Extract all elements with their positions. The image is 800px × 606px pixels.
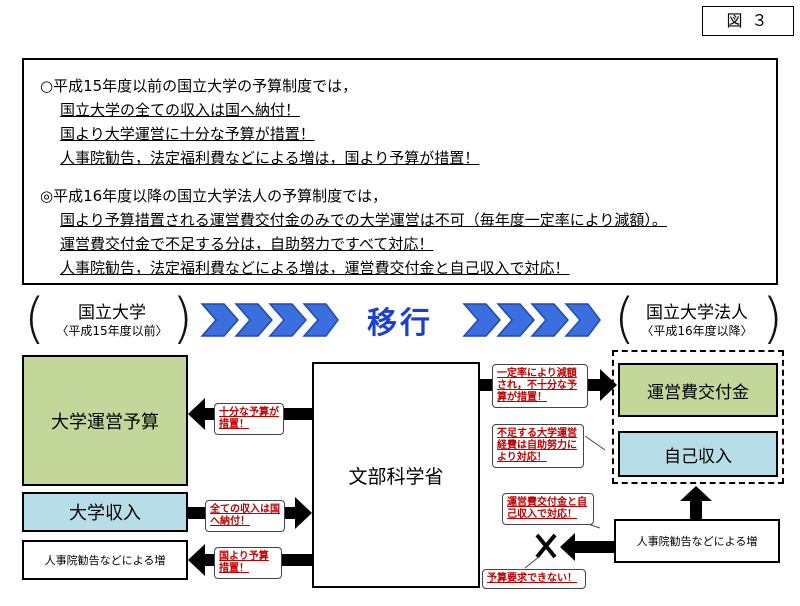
arrow-left-icon <box>560 533 614 561</box>
pre-point-1: 国立大学の全ての収入は国へ納付！ <box>60 101 301 119</box>
right-era-bracket-close: ) <box>762 287 784 350</box>
chevrons-left <box>200 303 339 337</box>
callout-no-request: 予算要求できない！ <box>482 569 586 589</box>
corporation-budget-container <box>612 350 784 484</box>
hr-increase-left-box: 人事院勧告などによる増 <box>22 540 188 580</box>
post-point-1: 国より予算措置される運営費交付金のみでの大学運営は不可（毎年度一定率により減額）… <box>60 211 667 229</box>
university-budget-box: 大学運営予算 <box>22 355 188 486</box>
callout-grant-and-own: 運営費交付金と自己収入で対応！ <box>502 493 594 525</box>
own-revenue-box: 自己収入 <box>618 431 778 477</box>
callout-self-help: 不足する大学運営経費は自助努力により対応！ <box>492 424 584 468</box>
chevron-icon <box>302 303 339 337</box>
hr-increase-right-box: 人事院勧告などによる増 <box>614 519 780 563</box>
chevron-icon <box>496 303 535 337</box>
left-era-title: 国立大学 <box>78 303 146 323</box>
university-revenue-box: 大学収入 <box>22 492 188 532</box>
post-point-3: 人事院勧告，法定福利費などによる増は，運営費交付金と自己収入で対応！ <box>60 259 570 277</box>
callout-reduced: 一定率により減額され，不十分な予算が措置！ <box>492 364 588 408</box>
chevron-icon <box>268 303 307 337</box>
post-heading: ◎平成16年度以降の国立大学法人の予算制度では， <box>40 187 388 205</box>
mext-box: 文部科学省 <box>312 362 480 588</box>
figure-label: 図 ３ <box>702 6 794 36</box>
right-era-subtitle: 〈平成16年度以降〉 <box>641 324 753 338</box>
grant-box: 運営費交付金 <box>618 363 778 417</box>
chevrons-right <box>462 303 601 337</box>
left-era-bracket-close: ) <box>172 287 194 350</box>
chevron-icon <box>564 303 601 337</box>
chevron-icon <box>234 303 273 337</box>
left-era-bracket-open: ( <box>24 287 46 350</box>
pre-point-3: 人事院勧告，法定福利費などによる増は，国より予算が措置！ <box>60 149 480 167</box>
cross-icon <box>535 533 557 559</box>
right-era-title: 国立大学法人 <box>646 303 748 323</box>
callout-all-revenue: 全ての収入は国へ納付！ <box>205 500 285 532</box>
summary-box: ○平成15年度以前の国立大学の予算制度では， 国立大学の全ての収入は国へ納付！ … <box>22 58 778 285</box>
chevron-icon <box>530 303 569 337</box>
transition-label: 移行 <box>367 306 433 341</box>
callout-budget-from-state: 国より予算措置！ <box>214 547 282 579</box>
left-era-subtitle: 〈平成15年度以前〉 <box>56 324 168 338</box>
right-era-bracket-open: ( <box>614 287 636 350</box>
arrow-up-icon <box>680 486 712 519</box>
pre-heading: ○平成15年度以前の国立大学の予算制度では， <box>40 77 358 95</box>
pre-point-2: 国より大学運営に十分な予算が措置！ <box>60 125 315 143</box>
chevron-icon <box>462 303 501 337</box>
callout-sufficient: 十分な予算が措置！ <box>214 403 284 435</box>
chevron-icon <box>200 303 239 337</box>
post-point-2: 運営費交付金で不足する分は，自助努力ですべて対応！ <box>60 235 434 253</box>
